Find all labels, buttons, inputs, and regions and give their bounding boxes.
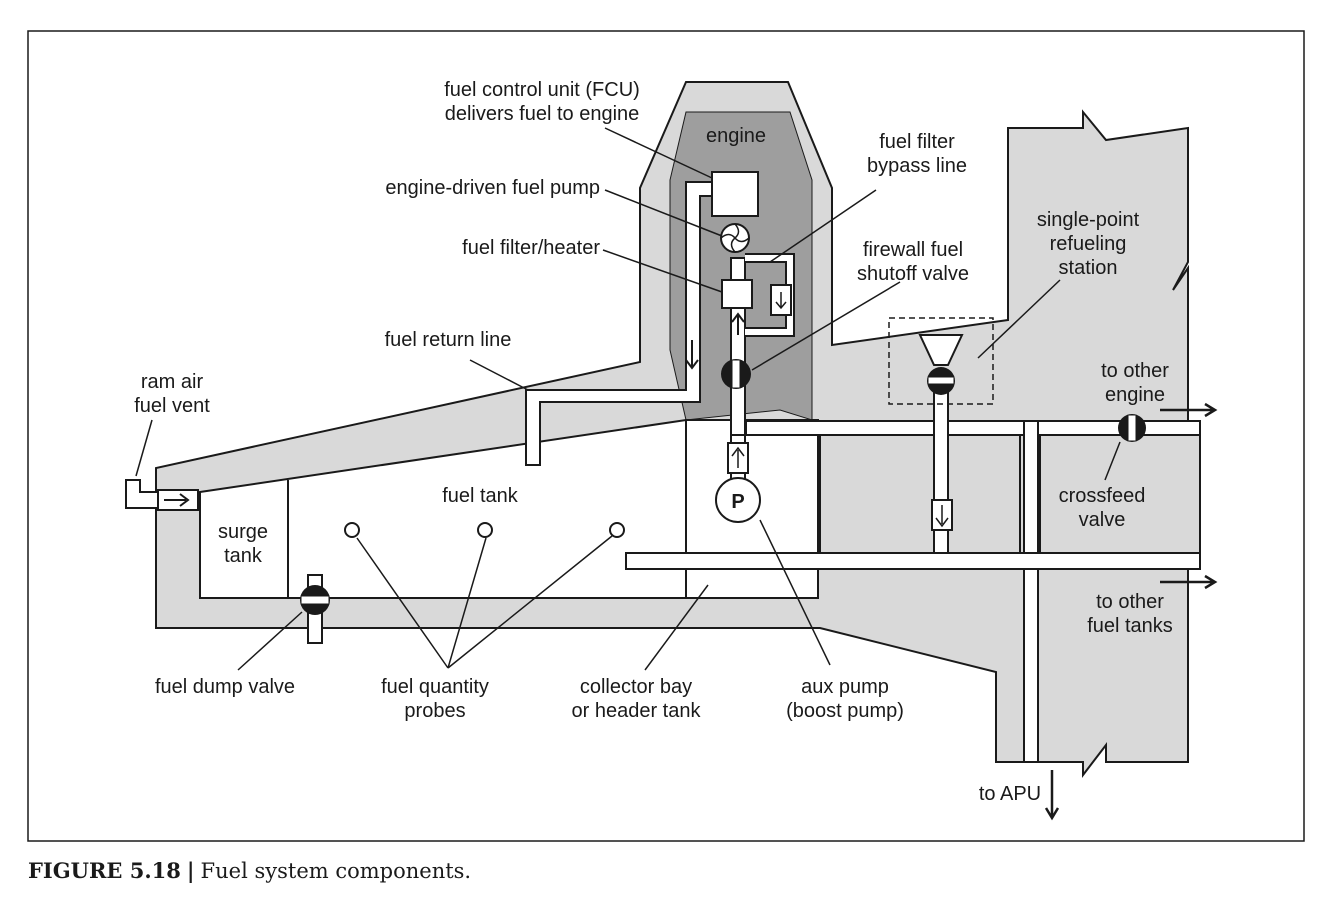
to-apu-label: to APU [979,783,1041,805]
fuel-return-line-label: fuel return line [385,329,512,351]
aux-pump-line1: aux pump [801,676,889,698]
ram-air-vent-icon [125,479,159,509]
bypass-label-line2: bypass line [867,155,967,177]
to-other-tanks-line2: fuel tanks [1087,615,1173,637]
refuel-funnel-icon [918,334,964,366]
figure-frame [27,30,1305,842]
aux-pump-icon [715,477,761,523]
to-other-engine-line2: engine [1105,384,1165,406]
caption-text: FIGURE 5.18|Fuel system components. [28,858,471,883]
refueling-label-line2: refueling [1050,233,1127,255]
leader-lines [135,127,1121,671]
fuel-quantity-probe-1 [344,522,360,538]
fcu-box [711,171,759,217]
fuel-filter-heater-label: fuel filter/heater [462,237,600,259]
collector-bay-line1: collector bay [580,676,692,698]
fuel-tanks-line [625,552,1201,570]
return-flow-arrow [685,340,699,370]
fuel-quantity-probe-2 [477,522,493,538]
firewall-label-line1: firewall fuel [863,239,963,261]
bypass-label-line1: fuel filter [879,131,955,153]
refueling-station-box [888,317,994,405]
figure-caption: FIGURE 5.18|Fuel system components. [28,858,471,883]
to-other-tanks-arrow [1160,574,1218,590]
crossfeed-label-line2: valve [1079,509,1126,531]
pump-symbol: P [731,491,744,513]
fcu-label-line2: delivers fuel to engine [445,103,640,125]
refueling-label-line1: single-point [1037,209,1140,231]
to-other-tanks-line1: to other [1096,591,1164,613]
fuel-quantity-probe-3 [609,522,625,538]
surge-tank-line2: tank [224,545,263,567]
text-labels: fuel control unit (FCU) delivers fuel to… [134,79,1173,805]
ram-air-label-line1: ram air [141,371,204,393]
fuel-filter-box [721,279,753,309]
to-other-engine-arrow [1160,402,1218,418]
fcu-label-line1: fuel control unit (FCU) [444,79,640,101]
apu-line [1023,420,1039,763]
components: P [125,171,1218,821]
probes-label-line2: probes [404,700,465,722]
to-other-engine-line1: to other [1101,360,1169,382]
collector-bay-line2: or header tank [572,700,702,722]
caption-separator: | [187,858,195,883]
crossfeed-label-line1: crossfeed [1059,485,1146,507]
surge-tank-line1: surge [218,521,268,543]
to-apu-arrow [1044,770,1060,821]
probes-label-line1: fuel quantity [381,676,489,698]
aux-pump-line2: (boost pump) [786,700,904,722]
caption-figure-number: FIGURE 5.18 [28,858,181,883]
refueling-label-line3: station [1059,257,1118,279]
lower-structure-block [819,434,1021,554]
fuel-dump-valve-label: fuel dump valve [155,676,295,698]
fuel-tank-label: fuel tank [442,485,519,507]
engine-driven-pump-label: engine-driven fuel pump [385,177,600,199]
firewall-label-line2: shutoff valve [857,263,969,285]
filter-flow-arrow [731,312,745,335]
ram-air-label-line2: fuel vent [134,395,210,417]
caption-description: Fuel system components. [201,859,472,883]
engine-label: engine [706,125,766,147]
